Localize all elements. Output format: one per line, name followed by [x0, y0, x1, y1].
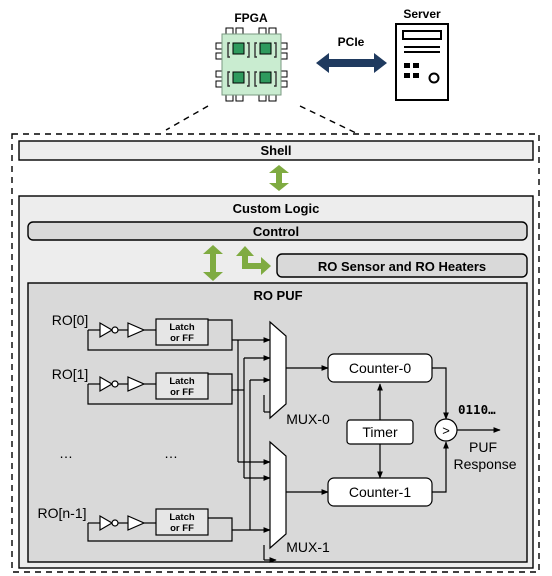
- ellipsis-left: …: [59, 445, 73, 461]
- counter-wires: [286, 365, 501, 495]
- server-label: Server: [403, 7, 441, 21]
- control-double-arrow: [203, 245, 223, 281]
- mux-0-label: MUX-0: [286, 411, 330, 427]
- timer-box: [346, 419, 414, 445]
- fpga-boundary: [11, 133, 540, 573]
- ellipsis-right: …: [164, 445, 178, 461]
- mux-1-shape: [269, 440, 287, 550]
- custom-logic-label: Custom Logic: [233, 201, 320, 216]
- latch-1-line1: Latch: [169, 376, 195, 387]
- latch-box-0: [155, 318, 209, 346]
- counter-0-box: [327, 353, 433, 383]
- latch-0-line1: Latch: [169, 322, 195, 333]
- mux-input-wires: [232, 337, 277, 563]
- latch-box-2: [155, 508, 209, 536]
- shell-box: [18, 140, 534, 161]
- latch-2-line2: or FF: [170, 523, 194, 534]
- ro-n-1-label: RO[n-1]: [37, 505, 86, 521]
- zoom-line-right: [299, 105, 357, 134]
- ro-sensor-label: RO Sensor and RO Heaters: [318, 259, 486, 274]
- server-icon: [395, 23, 449, 101]
- output-bits: 0110…: [458, 402, 496, 417]
- zoom-line-left: [165, 105, 209, 131]
- ro-0-label: RO[0]: [52, 312, 89, 328]
- mux-0-shape: [269, 320, 287, 420]
- fpga-chip-icon: [215, 27, 288, 102]
- control-label: Control: [253, 224, 299, 239]
- latch-2-line1: Latch: [169, 512, 195, 523]
- shell-label: Shell: [260, 143, 291, 158]
- latch-1-line2: or FF: [170, 387, 194, 398]
- control-box: [27, 221, 528, 241]
- pcie-label: PCIe: [338, 35, 365, 49]
- control-to-sensor-arrow: [236, 246, 271, 275]
- ring-oscillators: [87, 319, 233, 542]
- ro-sensor-box: [276, 253, 528, 278]
- fpga-label: FPGA: [234, 11, 268, 25]
- mux-1-label: MUX-1: [286, 539, 330, 555]
- latch-0-line2: or FF: [170, 333, 194, 344]
- comparator-circle: [434, 418, 458, 442]
- puf-response-line1: PUF: [469, 439, 497, 455]
- counter-1-box: [327, 477, 433, 507]
- comparator-symbol: >: [442, 423, 450, 438]
- timer-label: Timer: [362, 424, 398, 440]
- counter-0-label: Counter-0: [349, 360, 411, 376]
- shell-double-arrow: [269, 165, 289, 191]
- puf-response-line2: Response: [453, 456, 516, 472]
- ro-1-label: RO[1]: [52, 366, 89, 382]
- ro-puf-label: RO PUF: [253, 288, 302, 303]
- latch-box-1: [155, 372, 209, 400]
- pcie-link-arrow: [316, 53, 387, 73]
- counter-1-label: Counter-1: [349, 484, 411, 500]
